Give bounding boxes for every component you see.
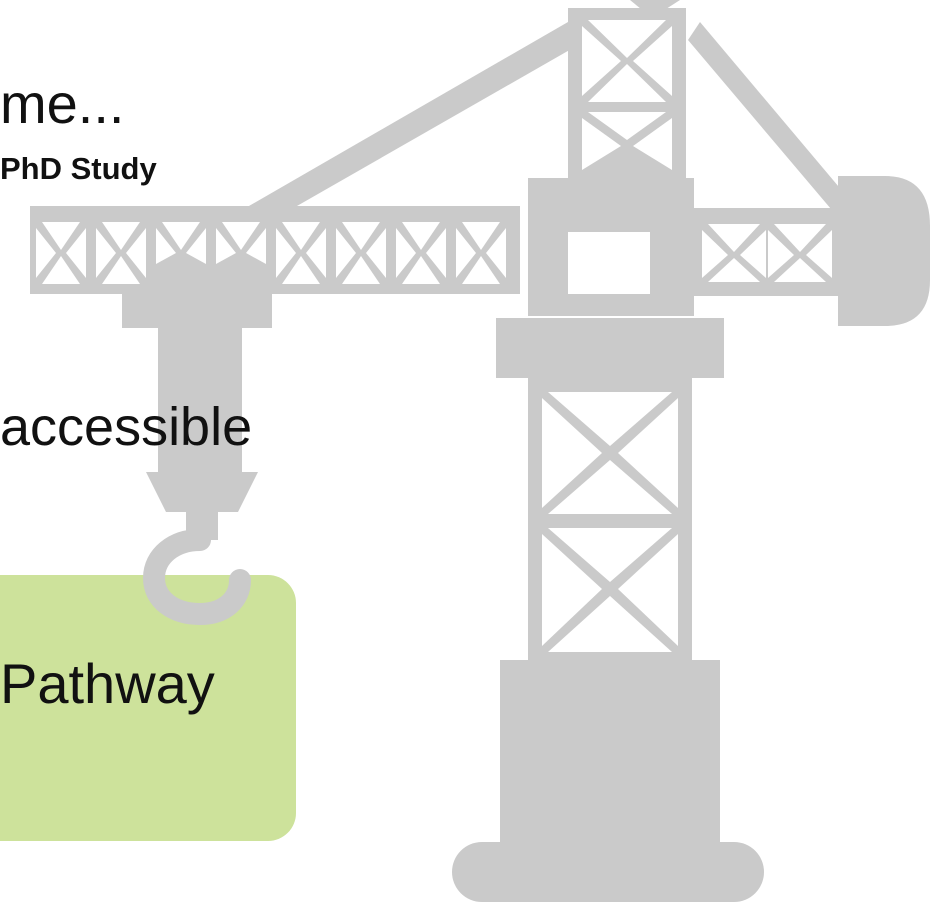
pathway-box	[0, 575, 296, 841]
heading-line-1: me...	[0, 72, 125, 135]
body-line-accessible: accessible	[0, 397, 253, 457]
pathway-label: Pathway	[0, 652, 215, 715]
heading-line-2: PhD Study	[0, 151, 157, 186]
